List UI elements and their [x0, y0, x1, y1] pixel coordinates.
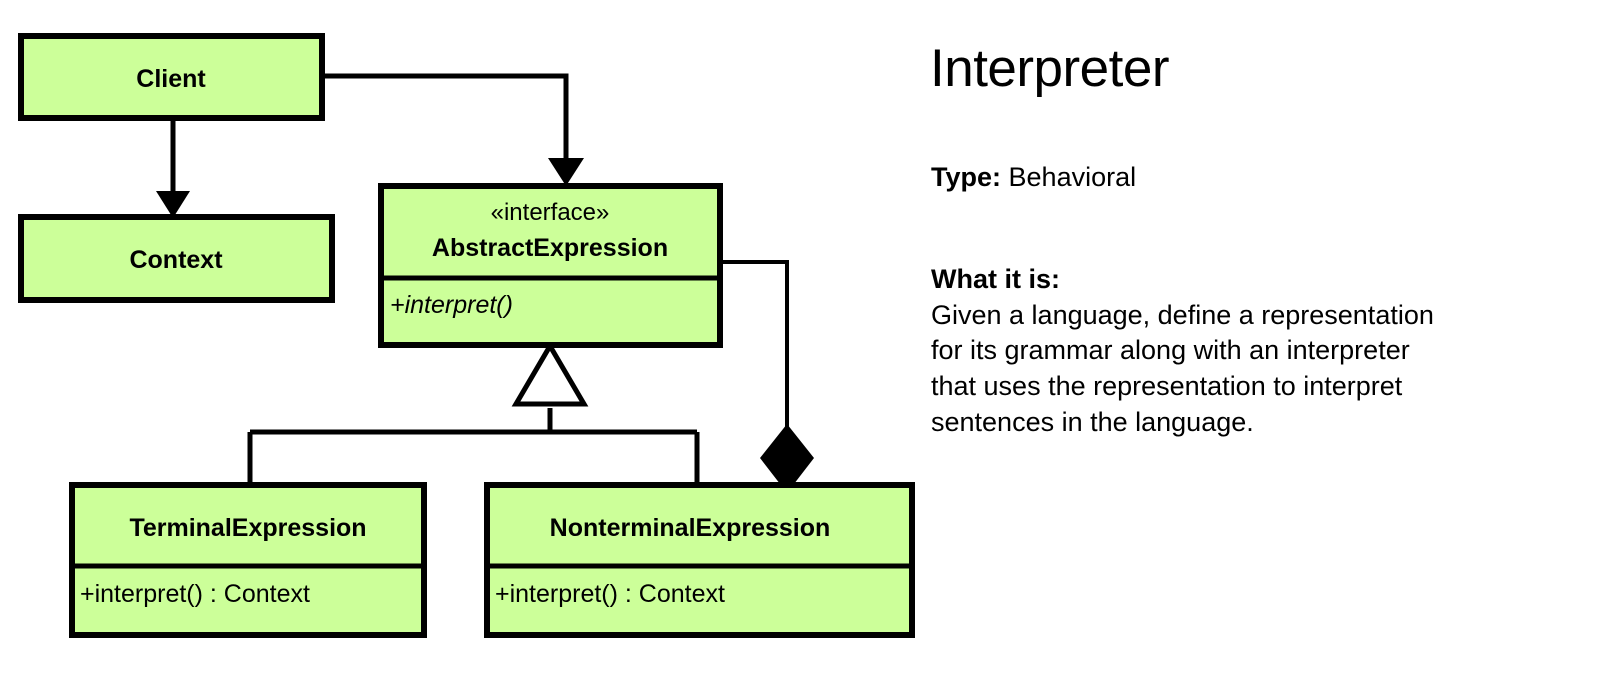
abstract-expression-class-name: AbstractExpression: [432, 234, 668, 262]
uml-class-client[interactable]: Client: [18, 33, 325, 121]
client-box[interactable]: [18, 33, 325, 121]
pattern-description-line-2: that uses the representation to interpre…: [931, 370, 1403, 401]
pattern-type-line: Type: Behavioral: [931, 164, 1136, 191]
pattern-description-heading: What it is:: [931, 264, 1060, 294]
pattern-title: Interpreter: [930, 39, 1170, 98]
connector-composition-nonterminal: [720, 260, 814, 493]
nonterminal-expression-method-interpret: +interpret() : Context: [495, 580, 725, 608]
nonterminal-expression-box[interactable]: [484, 482, 915, 638]
arrowhead-open-down-icon: [156, 191, 190, 218]
uml-class-context[interactable]: Context: [18, 214, 335, 303]
pattern-description-line-3: sentences in the language.: [931, 406, 1254, 437]
abstract-expression-method-interpret: +interpret(): [390, 291, 513, 319]
arrowhead-down-icon: [548, 158, 584, 186]
connector-client-to-context: [156, 118, 190, 218]
pattern-type-value: Behavioral: [1008, 162, 1137, 192]
client-class-name: Client: [136, 65, 206, 93]
pattern-description-line-0: Given a language, define a representatio…: [931, 299, 1434, 330]
nonterminal-expression-class-name: NonterminalExpression: [550, 514, 831, 542]
pattern-description-body: Given a language, define a representatio…: [931, 298, 1606, 441]
uml-class-nonterminal-expression[interactable]: NonterminalExpression +interpret() : Con…: [484, 482, 915, 638]
composition-diamond-icon: [760, 424, 814, 493]
abstract-expression-box[interactable]: [378, 183, 723, 348]
pattern-type-label: Type:: [931, 162, 1002, 192]
uml-class-abstract-expression[interactable]: «interface» AbstractExpression +interpre…: [378, 183, 723, 348]
connector-generalization-bus: [247, 341, 700, 487]
context-box[interactable]: [18, 214, 335, 303]
context-class-name: Context: [129, 246, 223, 274]
pattern-info-panel: Interpreter Type: Behavioral What it is:…: [925, 0, 1612, 676]
generalization-triangle-icon: [511, 341, 589, 407]
connector-client-to-abstract-expression: [322, 73, 584, 186]
abstract-expression-stereotype: «interface»: [491, 199, 610, 226]
terminal-expression-class-name: TerminalExpression: [129, 514, 366, 542]
connector-layer: [156, 73, 814, 493]
terminal-expression-method-interpret: +interpret() : Context: [80, 580, 310, 608]
pattern-description-line-1: for its grammar along with an interprete…: [931, 335, 1410, 366]
uml-class-diagram: Client Context «interface» AbstractExpre…: [18, 33, 915, 638]
diagram-canvas: Client Context «interface» AbstractExpre…: [18, 33, 915, 638]
terminal-expression-box[interactable]: [69, 482, 427, 638]
uml-class-terminal-expression[interactable]: TerminalExpression +interpret() : Contex…: [69, 482, 427, 638]
pattern-description-block: What it is: Given a language, define a r…: [931, 262, 1606, 440]
